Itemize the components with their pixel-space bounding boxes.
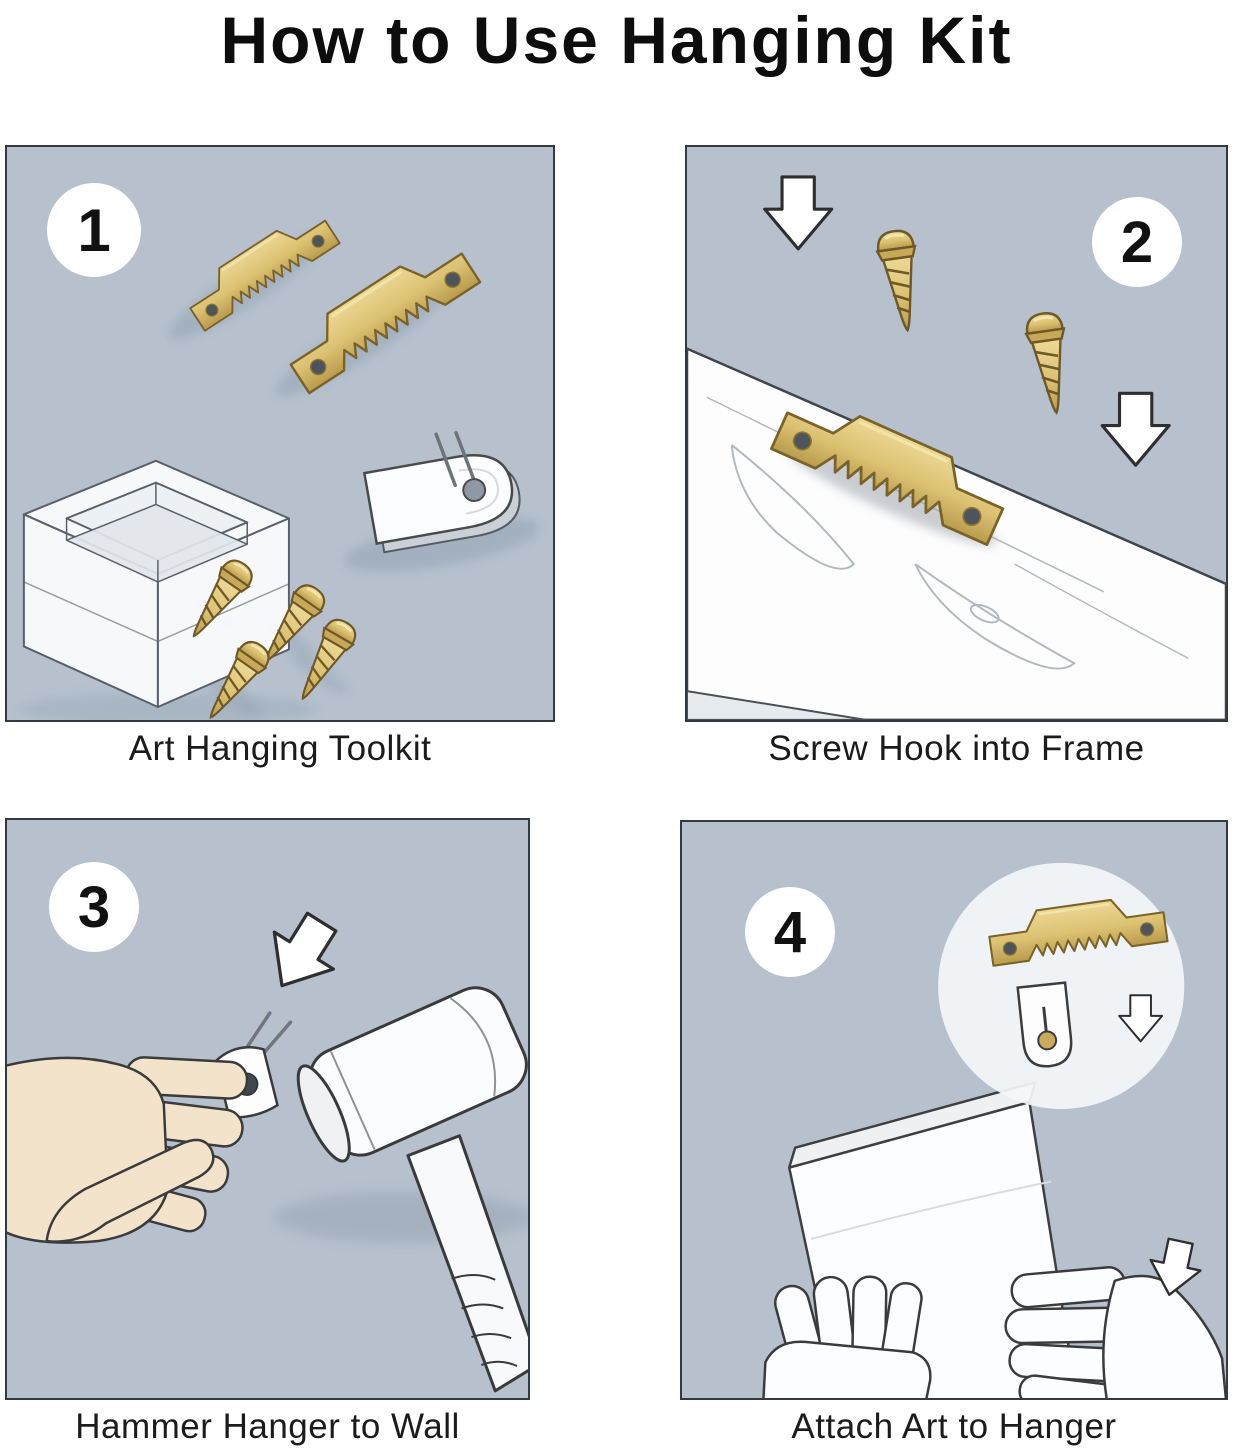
panel-1-canvas: 1 xyxy=(5,145,555,722)
hammer-to-wall-illustration xyxy=(7,902,528,1393)
page-title: How to Use Hanging Kit xyxy=(220,3,1013,77)
screw xyxy=(873,227,928,335)
step-number: 3 xyxy=(77,874,111,940)
panel-4-canvas: 4 xyxy=(680,820,1228,1400)
attach-art-illustration xyxy=(762,862,1226,1398)
screw xyxy=(1022,309,1077,417)
step-panel-2: 2 Screw Hook into Frame xyxy=(685,145,1228,768)
hammer xyxy=(296,986,528,1393)
panel-3-canvas: 3 xyxy=(5,818,530,1400)
magnifier-circle xyxy=(938,862,1185,1110)
step-panel-4: 4 Attach Art to Hanger xyxy=(680,820,1228,1446)
right-hand xyxy=(1004,1266,1226,1398)
sawtooth-hanger xyxy=(179,204,341,332)
white-hanger xyxy=(362,431,521,554)
left-hand xyxy=(762,1275,932,1398)
toolkit-illustration xyxy=(18,204,540,720)
panel-caption: Attach Art to Hanger xyxy=(791,1407,1117,1446)
step-number: 1 xyxy=(77,196,111,264)
white-hanger xyxy=(1016,981,1073,1068)
panel-2-canvas: 2 xyxy=(685,145,1228,722)
hand xyxy=(7,1056,249,1244)
panel-caption: Screw Hook into Frame xyxy=(768,729,1145,768)
panel-caption: Art Hanging Toolkit xyxy=(128,729,432,768)
arrow-down-left-icon xyxy=(250,902,353,1006)
panel-caption: Hammer Hanger to Wall xyxy=(75,1407,460,1446)
step-number-badge: 2 xyxy=(1092,197,1182,287)
step-panel-1: 1 Art Hanging Toolkit xyxy=(5,145,555,768)
step-number-badge: 4 xyxy=(745,887,835,977)
step-number-badge: 3 xyxy=(49,862,139,952)
arrow-down-icon xyxy=(763,175,834,251)
step-number: 4 xyxy=(773,899,807,965)
step-number: 2 xyxy=(1120,209,1154,275)
step-panel-3: 3 Hammer Hanger to Wall xyxy=(5,818,530,1446)
screw-into-frame-illustration xyxy=(687,175,1226,720)
arrow-down-icon xyxy=(1100,391,1171,467)
step-number-badge: 1 xyxy=(47,183,141,277)
